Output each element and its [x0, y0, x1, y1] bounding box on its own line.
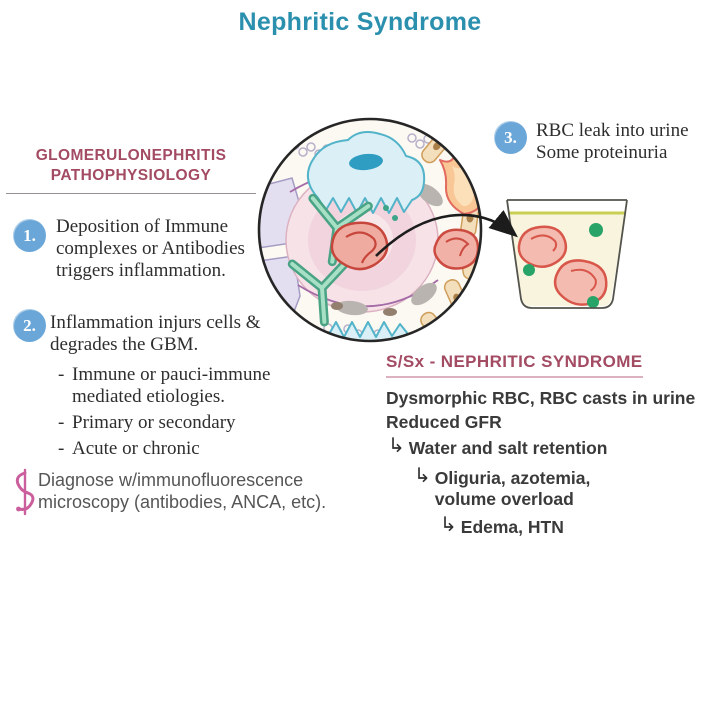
- step-3-badge: 3.: [494, 121, 527, 154]
- rbc-in-urine: [553, 259, 608, 306]
- sx-cascade-item: ↳ Oliguria, azotemia, volume overload: [414, 465, 591, 509]
- sx-finding: Dysmorphic RBC, RBC casts in urine: [386, 388, 696, 408]
- pathophysiology-heading: GLOMERULONEPHRITIS PATHOPHYSIOLOGY: [6, 146, 256, 195]
- step-2-subitem: - Acute or chronic: [58, 438, 200, 460]
- asclepius-staff-icon: [15, 468, 35, 516]
- branch-arrow-icon: ↳: [388, 435, 405, 457]
- step-2-subitem: - Immune or pauci-immune mediated etiolo…: [58, 364, 271, 408]
- step-1-badge: 1.: [13, 219, 46, 252]
- sx-cascade-item: ↳ Edema, HTN: [440, 514, 564, 537]
- dash-bullet-icon: -: [58, 412, 65, 434]
- leak-arrow: [375, 210, 518, 257]
- urine-cup: [506, 199, 628, 309]
- page-title: Nephritic Syndrome: [238, 8, 482, 36]
- branch-arrow-icon: ↳: [414, 465, 431, 487]
- step-3-text: RBC leak into urine Some proteinuria: [536, 120, 720, 164]
- antibody-y-icon: [287, 255, 353, 327]
- glomerulus-interior: [259, 119, 481, 341]
- step-1-text: Deposition of Immune complexes or Antibo…: [56, 216, 245, 282]
- podocyte-nucleus: [349, 153, 383, 171]
- step-2-subitem: - Primary or secondary: [58, 412, 236, 434]
- sx-heading: S/Sx - NEPHRITIC SYNDROME: [386, 352, 643, 378]
- protein-dot: [523, 264, 535, 276]
- step-2-badge: 2.: [13, 309, 46, 342]
- sx-cascade-item: ↳ Water and salt retention: [388, 435, 608, 458]
- step-2-text: Inflammation injurs cells & degrades the…: [50, 312, 261, 356]
- rbc-central: [330, 221, 389, 271]
- rbc-in-urine: [517, 225, 568, 268]
- step-2-sublist: - Immune or pauci-immune mediated etiolo…: [50, 364, 300, 460]
- step-3-line2: Some proteinuria: [536, 142, 668, 164]
- protein-dot: [587, 296, 599, 308]
- sx-finding: Reduced GFR: [386, 412, 502, 432]
- podocyte-cell-top: [307, 131, 426, 214]
- step-2-block: Inflammation injurs cells & degrades the…: [50, 312, 300, 464]
- dash-bullet-icon: -: [58, 364, 65, 386]
- glomerulus-outline: [257, 117, 483, 343]
- rbc-escaping: [433, 228, 480, 270]
- dash-bullet-icon: -: [58, 438, 65, 460]
- protein-dot: [589, 223, 603, 237]
- branch-arrow-icon: ↳: [440, 514, 457, 536]
- diagnosis-note-text: Diagnose w/immunofluorescence microscopy…: [38, 470, 327, 512]
- urine-cup-outline: [506, 199, 628, 309]
- step-3-line1: RBC leak into urine: [536, 120, 689, 141]
- podocyte-cell-bottom: [321, 321, 418, 341]
- glomerulus-illustration: [257, 117, 628, 343]
- diagnosis-note: Diagnose w/immunofluorescence microscopy…: [12, 466, 354, 518]
